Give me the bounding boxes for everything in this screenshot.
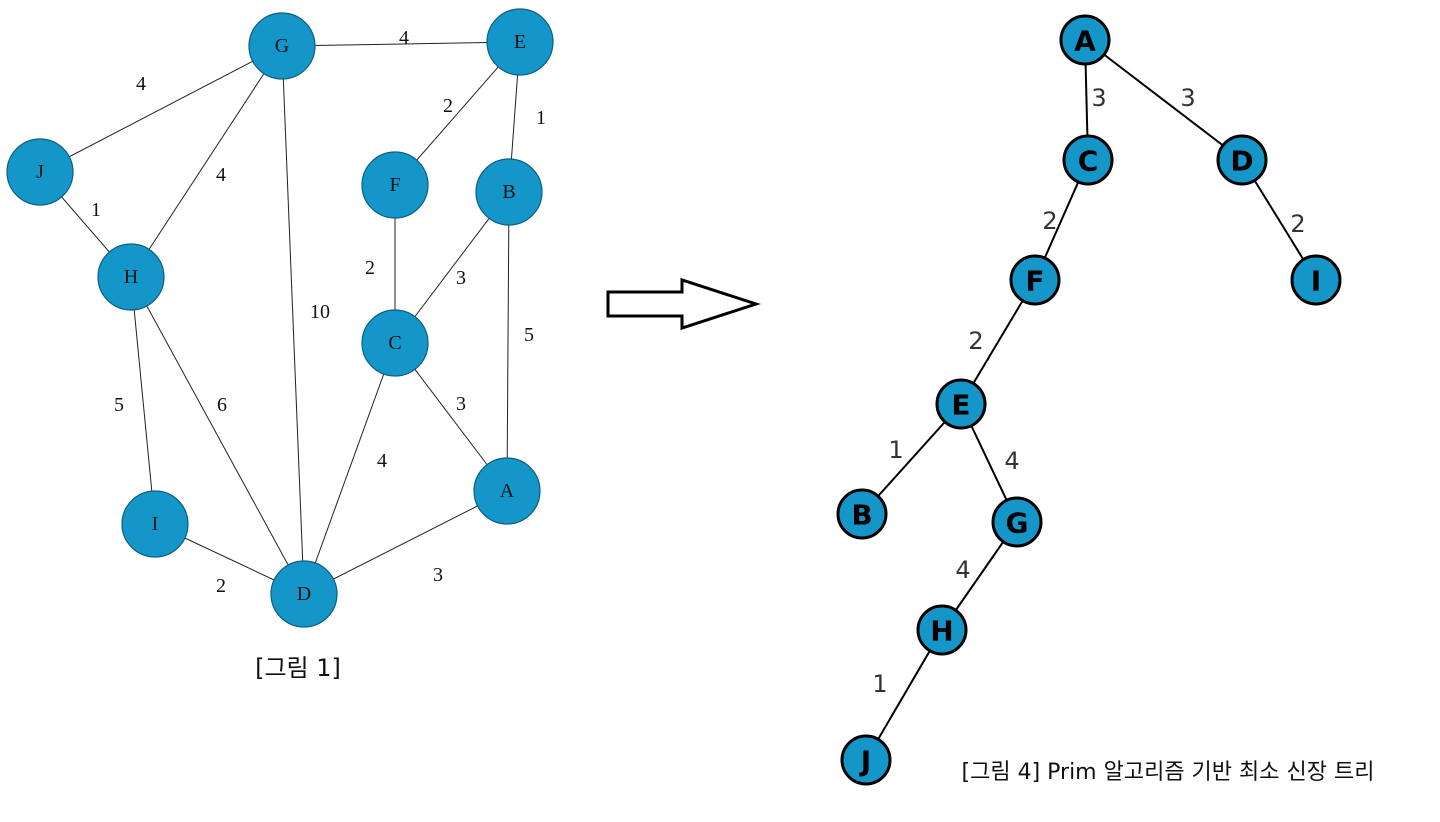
graph-weight-A-D: 3 (433, 564, 443, 586)
graph-node-A (473, 457, 541, 525)
graph-weight-E-F: 2 (443, 95, 453, 117)
tree-weight-E-B: 1 (888, 436, 903, 464)
tree-node-label-G: G (1006, 507, 1029, 540)
graph-weight-G-E: 4 (399, 27, 409, 49)
tree-weights: 3 3 2 2 2 1 4 4 1 (872, 84, 1305, 698)
tree-node-label-E: E (951, 389, 970, 422)
tree-node-H (916, 604, 968, 656)
graph-edge-G-J (39, 45, 283, 173)
graph-weight-E-B: 1 (536, 107, 546, 129)
graph-node-label-B: B (502, 181, 515, 203)
tree-node-J (840, 734, 892, 786)
tree-weight-D-I: 2 (1290, 210, 1305, 238)
graph-edge-H-D (130, 276, 305, 595)
graph-weight-G-H: 4 (216, 164, 226, 186)
tree-node-C (1062, 134, 1114, 186)
tree-node-label-B: B (851, 499, 872, 532)
tree-node-F (1009, 254, 1061, 306)
graph-node-label-C: C (388, 332, 401, 354)
tree-node-label-H: H (930, 615, 953, 648)
graph-weight-C-A: 3 (456, 393, 466, 415)
tree-weight-C-F: 2 (1042, 207, 1057, 235)
graph-weight-I-D: 2 (216, 575, 226, 597)
graph-nodes: G E J F B H C A I D (6, 8, 554, 628)
tree-node-I (1290, 254, 1342, 306)
graph-edges (39, 41, 521, 595)
graph-node-label-J: J (36, 161, 44, 183)
graph-node-label-F: F (389, 174, 400, 196)
tree-weight-F-E: 2 (968, 327, 983, 355)
tree-nodes: A C D F I E B G H J (836, 14, 1342, 786)
graph-node-label-H: H (124, 266, 138, 288)
tree-node-label-I: I (1311, 265, 1321, 298)
graph-node-label-E: E (514, 31, 526, 53)
graph-edge-H-I (130, 276, 156, 525)
graph-weights: 4 4 4 10 2 1 1 2 3 5 5 6 3 4 2 3 (91, 27, 546, 597)
tree-node-label-F: F (1025, 265, 1044, 298)
graph-node-G (248, 12, 316, 80)
tree-caption: [그림 4] Prim 알고리즘 기반 최소 신장 트리 (962, 760, 1375, 785)
tree-weight-E-G: 4 (1004, 447, 1019, 475)
graph-edge-G-H (130, 45, 283, 278)
graph-weight-B-A: 5 (524, 324, 534, 346)
graph-edge-G-E (281, 41, 521, 47)
tree-node-label-A: A (1074, 25, 1096, 58)
graph-node-label-I: I (152, 513, 159, 535)
graph-weight-H-D: 6 (217, 394, 227, 416)
graph-node-I (121, 490, 189, 558)
graph-weight-J-H: 1 (91, 199, 101, 221)
tree-node-label-D: D (1230, 145, 1253, 178)
graph-node-F (361, 151, 429, 219)
graph-node-label-A: A (500, 480, 515, 502)
tree-weight-A-C: 3 (1091, 84, 1106, 112)
graph-weight-F-C: 2 (365, 257, 375, 279)
graph-node-label-G: G (275, 35, 289, 57)
tree-edge-A-D (1084, 39, 1243, 161)
graph-edge-B-A (506, 191, 510, 492)
tree-node-B (836, 488, 888, 540)
graph-edge-C-D (303, 342, 396, 595)
graph-node-B (475, 158, 543, 226)
graph-node-C (361, 309, 429, 377)
graph-node-D (270, 560, 338, 628)
graph-weight-H-I: 5 (114, 394, 124, 416)
graph-edge-A-D (303, 490, 508, 595)
graph-node-label-D: D (297, 583, 311, 605)
tree-node-E (935, 378, 987, 430)
graph-weight-G-J: 4 (136, 73, 146, 95)
tree-node-D (1216, 134, 1268, 186)
tree-node-A (1059, 14, 1111, 66)
tree-node-G (991, 496, 1043, 548)
graph-weight-C-D: 4 (377, 450, 387, 472)
tree-weight-H-J: 1 (872, 670, 887, 698)
graph-weight-B-C: 3 (456, 267, 466, 289)
graph-caption: [그림 1] (255, 654, 341, 682)
tree-node-label-J: J (859, 745, 871, 778)
graph-edge-G-D (281, 45, 305, 595)
graph-node-J (6, 138, 74, 206)
tree-weight-A-D: 3 (1180, 84, 1195, 112)
right-arrow-icon (606, 277, 761, 331)
tree-node-label-C: C (1078, 145, 1099, 178)
graph-node-E (486, 8, 554, 76)
graph-node-H (97, 243, 165, 311)
tree-weight-G-H: 4 (955, 556, 970, 584)
graph-weight-G-D: 10 (310, 301, 330, 323)
